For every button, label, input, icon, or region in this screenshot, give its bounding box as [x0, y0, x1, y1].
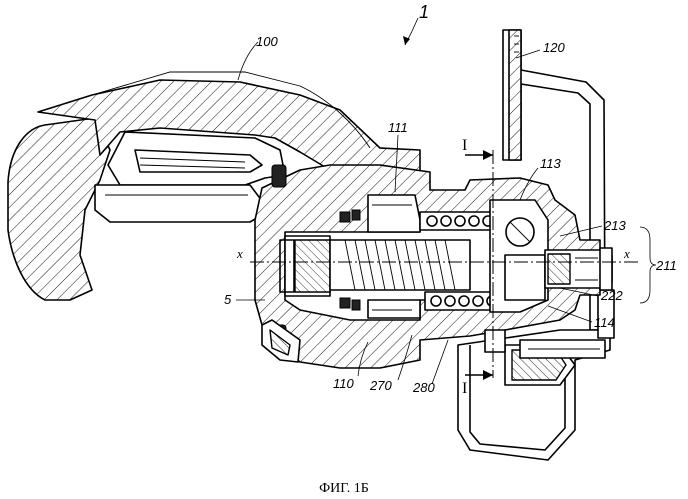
figure-caption: ФИГ. 1Б: [319, 481, 369, 496]
ref-270: 270: [369, 378, 392, 393]
ref-120: 120: [543, 40, 565, 55]
axis-mark-right: x: [623, 246, 630, 261]
ref-114: 114: [594, 315, 615, 330]
ref-110: 110: [333, 376, 354, 391]
axis-mark-left: x: [236, 246, 243, 261]
ref-280: 280: [412, 380, 435, 395]
ref-111: 111: [388, 120, 408, 135]
ref-1: 1: [419, 2, 429, 22]
section-mark-bottom: I: [462, 380, 467, 397]
ref-113: 113: [540, 156, 561, 171]
ref-222: 222: [600, 288, 623, 303]
brace-211: [640, 227, 656, 303]
ref-5: 5: [224, 292, 232, 307]
ref-100: 100: [256, 34, 278, 49]
ref-211: 211: [655, 258, 677, 273]
ref-213: 213: [603, 218, 626, 233]
section-mark-top: I: [462, 137, 467, 154]
